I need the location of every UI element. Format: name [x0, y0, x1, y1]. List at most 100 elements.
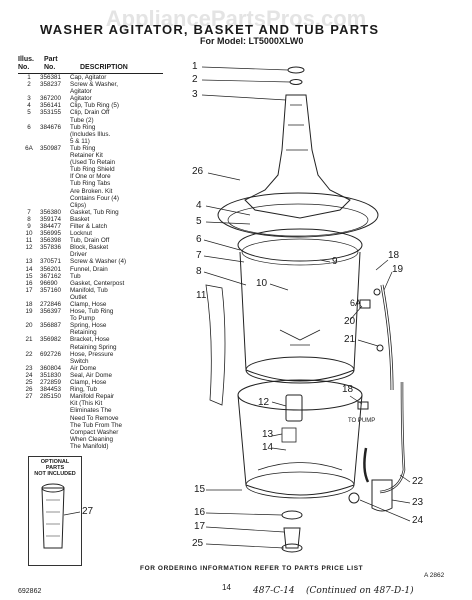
part-no: 285150 — [40, 393, 62, 401]
callout-14: 14 — [262, 442, 274, 453]
part-no: 356995 — [40, 230, 62, 238]
part-description: Tub Ring Retainer Kit (Used To Retain Tu… — [70, 144, 119, 209]
callout-24: 24 — [412, 515, 424, 526]
part-no: 272859 — [40, 379, 62, 387]
callout-3: 3 — [192, 89, 198, 100]
ordering-note: FOR ORDERING INFORMATION REFER TO PARTS … — [140, 565, 364, 572]
table-row: 18 272846 Clamp, Hose — [18, 301, 178, 308]
callout-2: 2 — [192, 74, 198, 85]
part-no: 384453 — [40, 386, 62, 394]
basket-drawing — [239, 251, 361, 382]
table-row: 5 353155 Clip, Drain Off Tube (2) — [18, 109, 178, 123]
illus-no: 8 — [27, 215, 31, 223]
callout-11: 11 — [196, 290, 207, 301]
agitator-cap-drawing — [287, 66, 305, 74]
part-description: Clamp, Hose — [70, 301, 107, 308]
part-description: Ring, Tub — [70, 386, 97, 394]
part-no: 356141 — [40, 102, 62, 110]
part-no: 272846 — [40, 301, 62, 308]
part-no: 356887 — [40, 322, 62, 330]
illus-no: 19 — [25, 308, 33, 316]
handwritten-continued-note: (Continued on 487-D-1) — [306, 586, 414, 596]
part-description: Locknut — [70, 230, 93, 238]
callout-6: 6 — [196, 234, 202, 245]
part-no: 359174 — [40, 215, 62, 223]
part-no-header: Part No. — [44, 56, 58, 71]
callout-17: 17 — [194, 521, 206, 532]
callout-1: 1 — [192, 61, 198, 72]
illus-no: 3 — [27, 95, 31, 103]
callout-15: 15 — [194, 484, 206, 495]
callout-13: 13 — [262, 429, 274, 440]
callout-21: 21 — [344, 334, 356, 345]
part-no: 351830 — [40, 371, 62, 379]
callout-16: 16 — [194, 507, 206, 518]
callout-18-top: 18 — [388, 250, 400, 261]
basket-top-drawing — [237, 228, 363, 262]
part-no: 353155 — [40, 109, 62, 117]
illus-no: 9 — [27, 222, 31, 230]
part-description: Air Dome — [70, 364, 97, 372]
callout-26: 26 — [192, 166, 204, 177]
part-description: Tub, Drain Off — [70, 237, 110, 245]
illus-no: 21 — [25, 336, 33, 344]
part-description: Manifold, Tub Outlet — [70, 286, 108, 301]
part-description: Block, Basket Driver — [70, 244, 109, 259]
illus-no: 25 — [25, 379, 33, 387]
optional-parts-label: OPTIONAL PARTS NOT INCLUDED — [34, 459, 76, 477]
illus-no: 18 — [25, 301, 33, 308]
illus-no: 12 — [25, 244, 33, 252]
part-no: 357160 — [40, 286, 62, 294]
manifold-repair-kit-drawing — [41, 487, 65, 549]
illus-no: 26 — [25, 386, 33, 394]
air-dome-seal-drawing — [348, 492, 360, 504]
header-rule — [18, 73, 163, 74]
part-no: 367200 — [40, 95, 62, 103]
illus-no: 11 — [25, 237, 33, 245]
illus-no: 2 — [27, 81, 31, 89]
basket-driver-block-drawing — [285, 394, 303, 422]
part-description: Clip, Drain Off Tube (2) — [70, 109, 110, 124]
page-title: WASHER AGITATOR, BASKET AND TUB PARTS — [40, 22, 380, 37]
part-description: Cap, Agitator — [70, 74, 107, 81]
watermark: AppliancePartsPros.com — [105, 6, 367, 31]
illus-no: 5 — [27, 109, 31, 117]
callout-6a: 6A — [350, 298, 362, 308]
figure-code: A 2862 — [424, 572, 445, 579]
callout-27: 27 — [82, 506, 94, 517]
tub-ring-drawing — [217, 192, 379, 238]
air-dome-drawing — [371, 479, 393, 512]
illus-no: 13 — [25, 258, 33, 266]
model-line: For Model: LT5000XLW0 — [200, 36, 304, 46]
part-no: 370571 — [40, 258, 62, 266]
part-no: 356201 — [40, 265, 62, 273]
agitator-drawing — [244, 94, 351, 219]
part-no: 356381 — [40, 74, 62, 81]
table-row: 11 356398 Tub, Drain Off — [18, 237, 178, 244]
illus-no: 10 — [25, 230, 33, 238]
part-description: Filter & Latch — [70, 222, 108, 230]
part-no: 356398 — [40, 237, 62, 245]
callout-19: 19 — [392, 264, 404, 275]
part-description: Screw & Washer (4) — [70, 258, 127, 266]
table-row: 10 356995 Locknut — [18, 230, 178, 237]
illus-no: 24 — [25, 371, 33, 379]
part-description: Spring, Hose Retaining — [70, 322, 107, 337]
illus-no-header: Illus. No. — [18, 56, 34, 71]
part-description: Hose, Pressure Switch — [70, 350, 114, 365]
part-description: Tub Ring (Includes Illus. 5 & 11) — [70, 123, 111, 145]
part-description: Gasket, Centerpost — [70, 279, 125, 287]
document-number: 692862 — [18, 588, 42, 595]
